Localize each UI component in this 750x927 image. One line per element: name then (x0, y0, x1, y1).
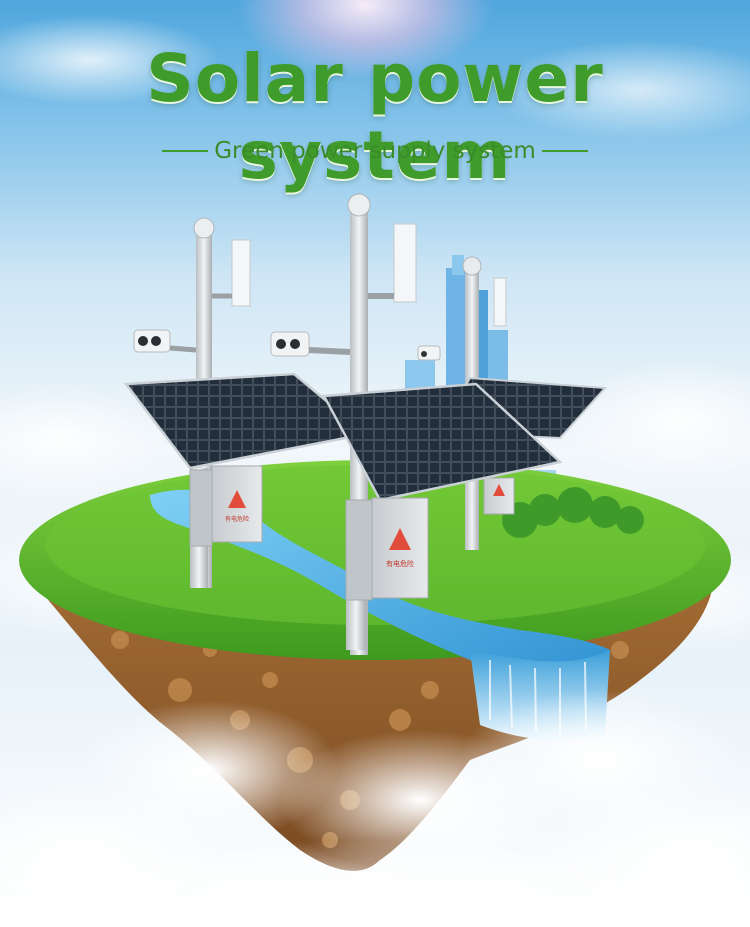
solar-unit-1: 有电危险 (123, 217, 369, 588)
subtitle-dash-right (541, 150, 588, 152)
solar-unit-2: 有电危险 (270, 193, 563, 655)
subtitle-dash-left (162, 150, 209, 152)
antenna-icon (493, 277, 507, 327)
svg-text:有电危险: 有电危险 (225, 515, 249, 523)
page-title: Solar power system (146, 40, 604, 194)
solar-panel-icon (321, 382, 563, 502)
bottom-clouds (0, 690, 750, 927)
page-subtitle: Green power supply system (214, 138, 536, 164)
antenna-icon (231, 239, 251, 307)
warning-icon (389, 528, 411, 550)
svg-text:有电危险: 有电危险 (386, 559, 414, 568)
antenna-icon (393, 223, 417, 303)
subtitle-row: Green power supply system (0, 138, 750, 164)
warning-icon (228, 490, 246, 508)
